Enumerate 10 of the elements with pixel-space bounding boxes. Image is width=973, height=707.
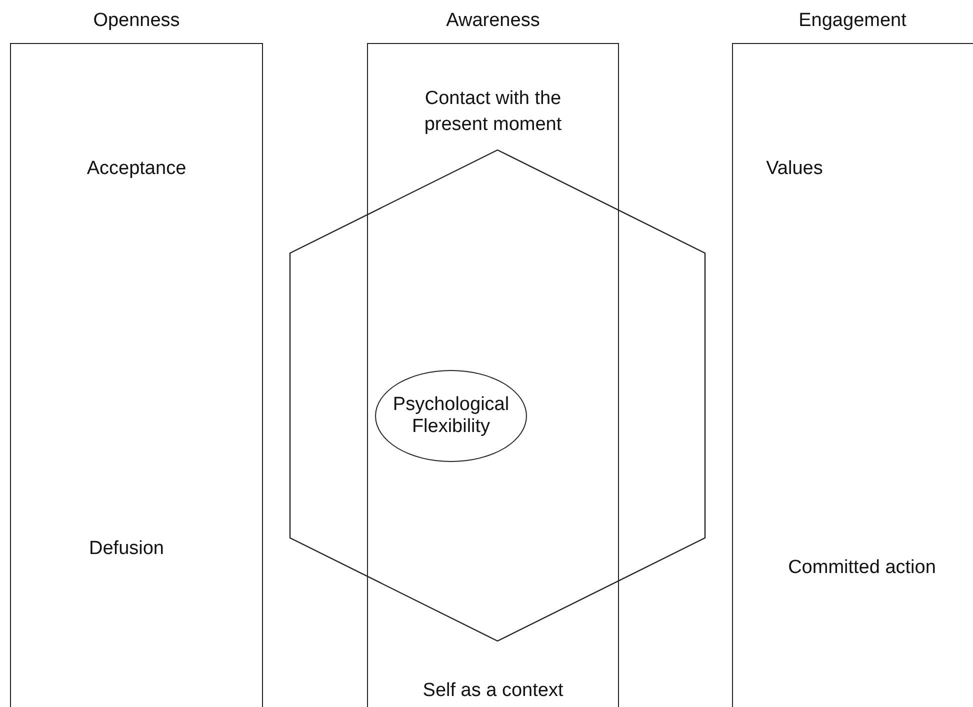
column-item: Contact with the present moment — [423, 87, 563, 137]
column-heading: Openness — [92, 9, 181, 33]
column-heading: Engagement — [798, 9, 908, 33]
column-item: Self as a context — [422, 679, 564, 703]
column-item: Values — [765, 157, 824, 181]
column-item: Acceptance — [86, 157, 188, 181]
column-heading: Awareness — [445, 9, 541, 33]
column-item: Defusion — [88, 537, 165, 561]
column-item: Committed action — [787, 556, 937, 580]
ellipse-node: Psychological Flexibility — [375, 370, 527, 462]
